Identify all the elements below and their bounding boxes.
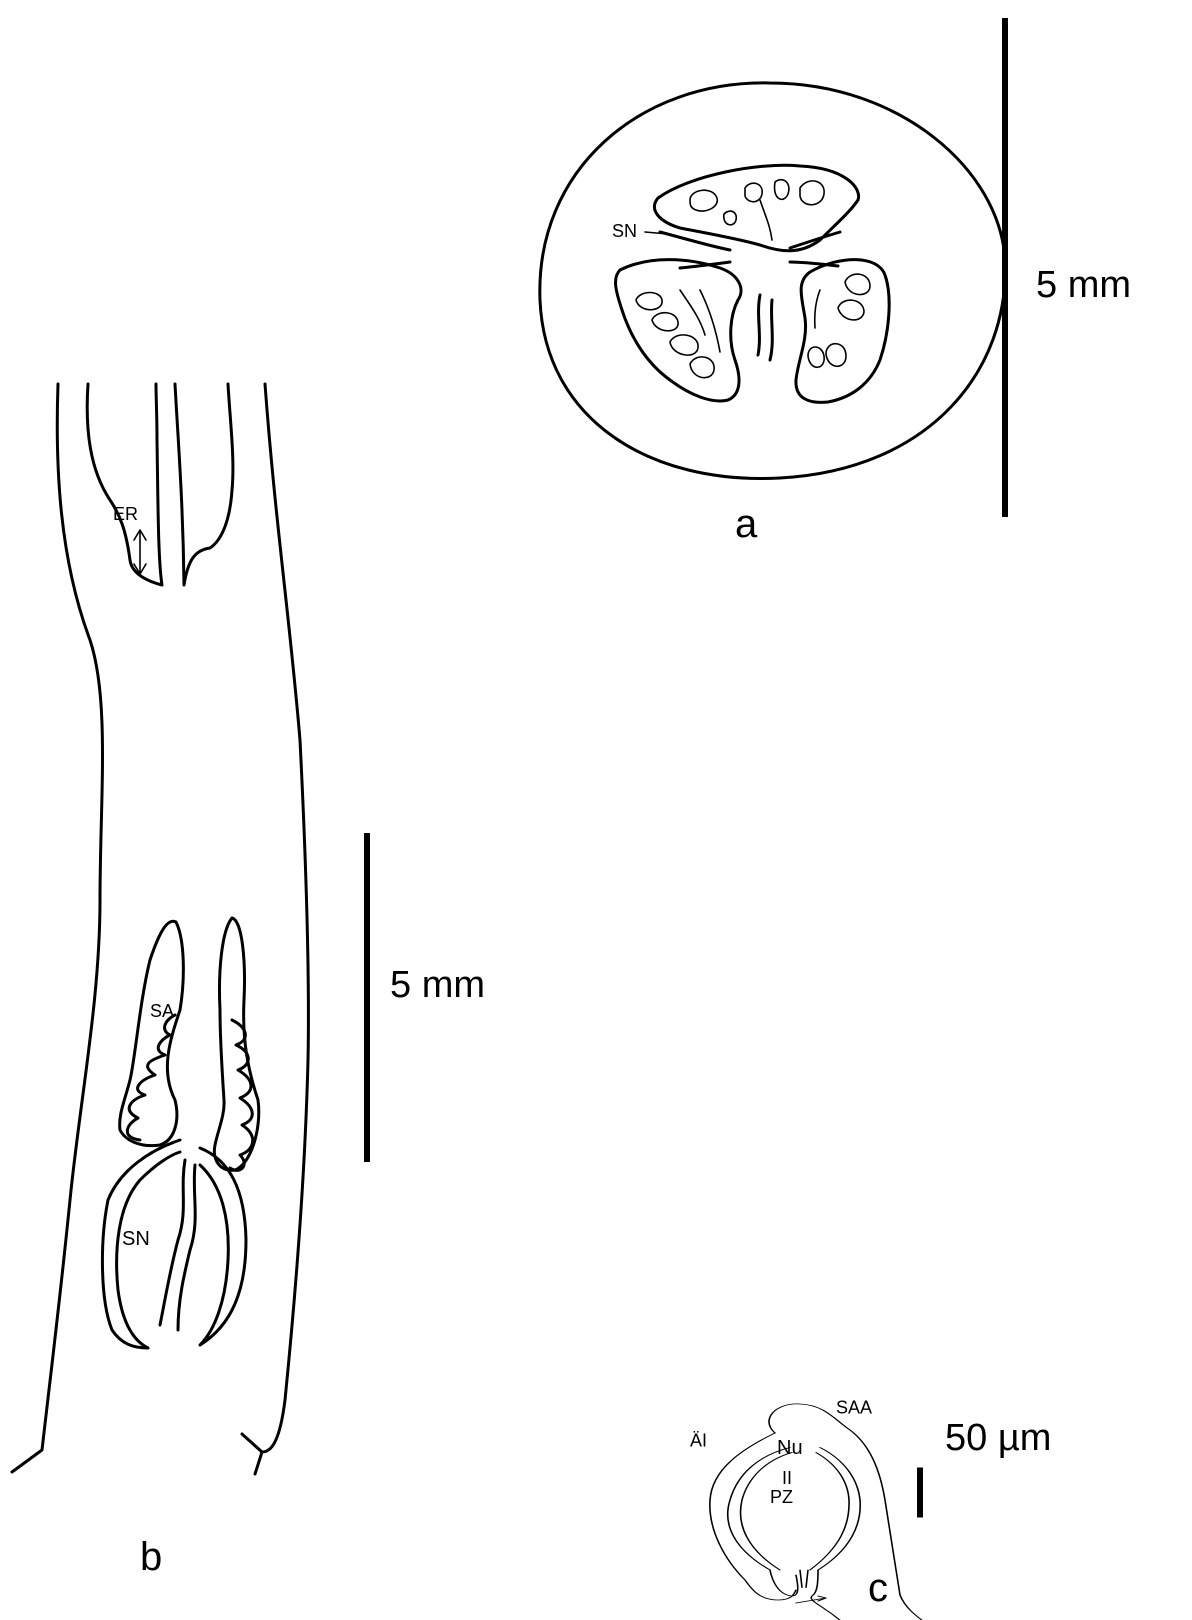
- panel-c-ii-label: II: [782, 1468, 792, 1488]
- panel-a-ovule: [826, 344, 846, 367]
- panel-b-outer-wall-left: [12, 384, 103, 1472]
- panel-b-letter: b: [140, 1535, 162, 1579]
- panel-b-inner-canal-left: [87, 384, 162, 585]
- panel-b-scale-label: 5 mm: [390, 964, 485, 1006]
- panel-a-ovule: [670, 335, 698, 355]
- panel-a-channel: [790, 232, 840, 248]
- panel-a-septum: [815, 290, 820, 328]
- panel-b-er-arrow: [134, 530, 146, 574]
- panel-a-ovule: [808, 347, 824, 367]
- panel-b-er-label: ER: [113, 504, 138, 524]
- panel-a-ovule: [800, 181, 824, 205]
- panel-b-inner-canal-right: [175, 384, 233, 585]
- panel-a-ovule: [845, 274, 870, 294]
- panel-c-micropyle-left: [770, 1570, 798, 1596]
- panel-a: SN 5 mm a: [540, 18, 1131, 546]
- panel-c-scale-label: 50 µm: [945, 1417, 1051, 1459]
- panel-a-channel: [770, 300, 772, 360]
- panel-a-scale-label: 5 mm: [1036, 264, 1131, 306]
- panel-a-ovule: [724, 211, 737, 225]
- panel-c-micropyle-right: [811, 1570, 850, 1620]
- panel-b-sn-label: SN: [122, 1228, 150, 1250]
- panel-c-nu-label: Nu: [777, 1437, 803, 1459]
- panel-a-ovule: [745, 183, 762, 202]
- panel-a-ovule: [775, 180, 789, 200]
- panel-a-ovule: [690, 190, 717, 211]
- panel-b-sa-label: SA: [150, 1001, 174, 1021]
- panel-a-ovule: [838, 300, 864, 320]
- panel-a-left-locule: [616, 260, 741, 401]
- panel-a-ovule: [690, 357, 714, 378]
- panel-a-ovule: [636, 293, 662, 310]
- panel-a-funicle: [760, 200, 772, 240]
- panel-c-ai-label: ÄI: [690, 1431, 707, 1451]
- panel-c-saa-label: SAA: [836, 1397, 872, 1417]
- panel-a-channel: [758, 295, 760, 355]
- panel-c-letter: c: [868, 1568, 888, 1608]
- panel-c-pz-label: PZ: [770, 1487, 793, 1507]
- panel-b-outer-wall-right: [242, 384, 308, 1474]
- panel-a-outline: [540, 83, 1005, 479]
- panel-a-ovule: [652, 313, 678, 331]
- panel-a-letter: a: [735, 502, 758, 546]
- panel-a-right-locule: [796, 260, 889, 403]
- panel-b: ER SA SN 5 mm b: [12, 384, 485, 1579]
- panel-c-micropyle-canal: [800, 1570, 808, 1588]
- panel-c-inner-integument-right: [818, 1448, 860, 1571]
- panel-a-septum: [700, 290, 720, 352]
- panel-b-basal-wall-right: [200, 1148, 246, 1345]
- panel-c-inner-integument-left: [728, 1448, 790, 1571]
- panel-a-septum: [680, 290, 705, 335]
- panel-a-sn-label: SN: [612, 221, 637, 241]
- panel-c-inner-integument-right-inner: [810, 1453, 849, 1571]
- panel-b-central-tract-right: [178, 1165, 195, 1330]
- panel-b-right-locule-crenate: [230, 1020, 253, 1170]
